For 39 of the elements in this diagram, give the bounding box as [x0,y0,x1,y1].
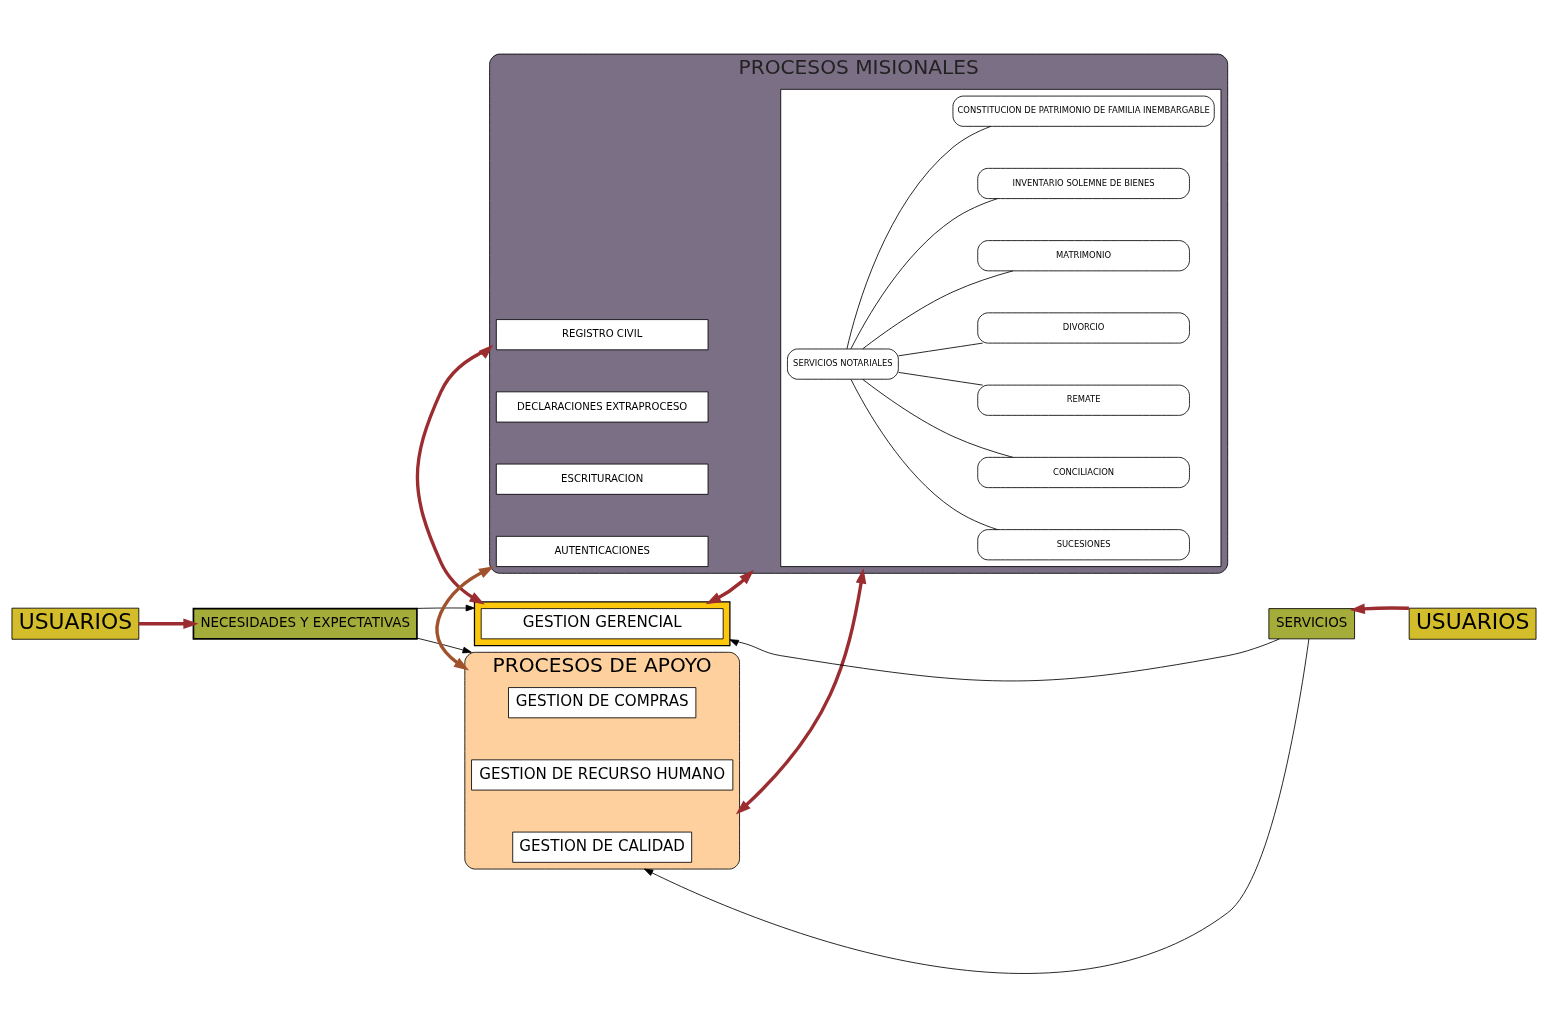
arrow [409,604,475,612]
arrow [435,566,495,671]
node-box: NECESIDADES Y EXPECTATIVAS [192,607,418,640]
node-box: DECLARACIONES EXTRAPROCESO [495,391,709,423]
arrow [735,568,867,815]
node-box: ESCRITURACION [495,463,709,495]
connector [850,198,998,350]
node-box: INVENTARIO SOLEMNE DE BIENES [977,167,1190,199]
node-box: GESTION GERENCIAL [480,608,724,640]
node-box: SUCESIONES [977,529,1190,561]
connector [846,126,992,350]
connector [862,270,1014,350]
node-box: CONCILIACION [977,456,1190,489]
node-box: GESTION DE CALIDAD [512,831,693,863]
arrow [729,638,1280,682]
cluster [473,601,731,647]
arrow [416,637,472,654]
node-box: DIVORCIO [977,312,1190,344]
arrow [138,618,199,630]
node-box: USUARIOS [1408,607,1537,640]
node-box: REMATE [977,384,1190,416]
node-box: MATRIMONIO [977,240,1190,272]
node-box: AUTENTICACIONES [495,535,709,567]
arrow [705,569,754,605]
connector [898,342,984,357]
arrow [415,344,494,605]
arrow [1349,603,1409,615]
node-box: USUARIOS [11,607,140,640]
connector [862,379,1014,458]
connector [898,371,984,386]
arrow [643,638,1310,974]
node-box: GESTION DE RECURSO HUMANO [471,759,734,791]
node-box: GESTION DE COMPRAS [508,687,697,719]
node-box: SERVICIOS [1268,608,1355,640]
node-box: REGISTRO CIVIL [495,319,709,351]
cluster [780,88,1222,567]
node-box: SERVICIOS NOTARIALES [787,348,899,380]
node-box: CONSTITUCION DE PATRIMONIO DE FAMILIA INEMBARGABLE [952,95,1215,127]
connector [850,378,998,531]
